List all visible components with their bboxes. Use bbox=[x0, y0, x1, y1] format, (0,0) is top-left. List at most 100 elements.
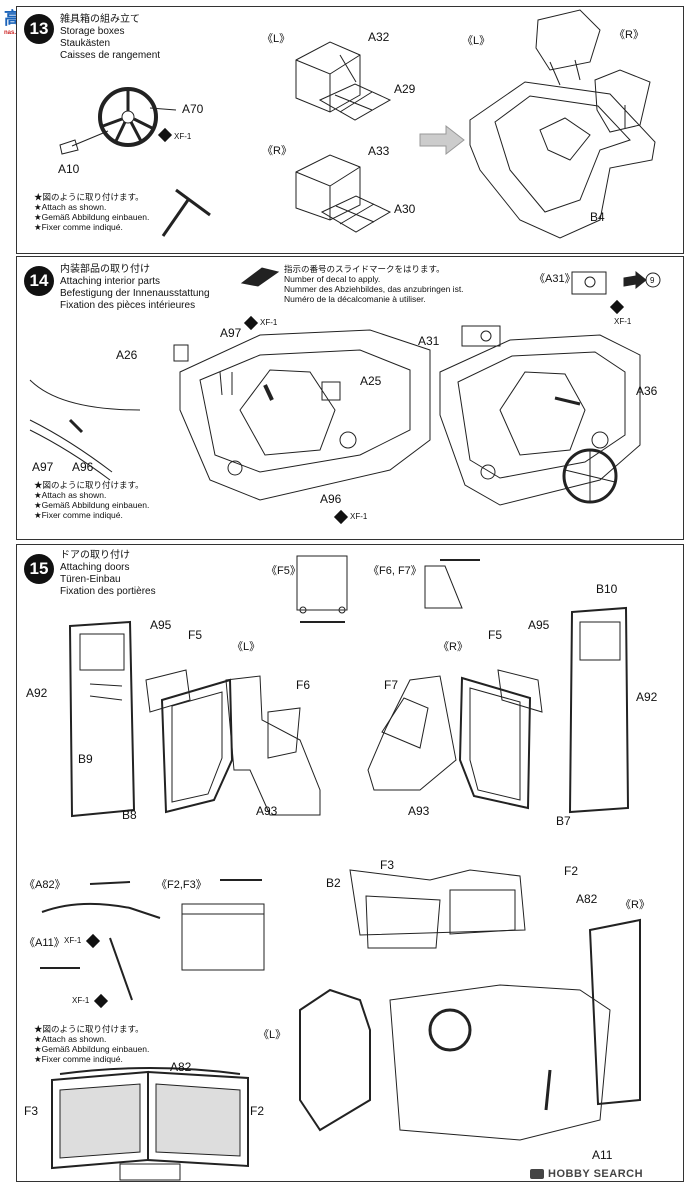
note-fr: ★Fixer comme indiqué. bbox=[34, 222, 123, 232]
step-14-title: 内装部品の取り付け Attaching interior parts Befes… bbox=[60, 264, 210, 312]
part-A33: A33 bbox=[368, 144, 390, 158]
part-tag-A31: 《A31》 bbox=[534, 273, 576, 285]
label-L2-15: 《L》 bbox=[258, 1029, 287, 1041]
part-A95b: A95 bbox=[528, 618, 550, 632]
part-A93b: A93 bbox=[408, 804, 430, 818]
step-14-panel bbox=[16, 256, 684, 540]
part-F7: F7 bbox=[384, 678, 399, 692]
part-tag-F5: 《F5》 bbox=[266, 565, 301, 577]
part-A92: A92 bbox=[26, 686, 48, 700]
label-L-15: 《L》 bbox=[232, 641, 261, 653]
paint-XF1-14a: XF-1 bbox=[614, 317, 632, 326]
part-A97: A97 bbox=[220, 326, 242, 340]
part-tag-F6F7: 《F6, F7》 bbox=[368, 565, 422, 577]
step-13-title-en: Storage boxes bbox=[60, 26, 125, 37]
note-ja: ★図のように取り付けます。 bbox=[34, 1024, 144, 1034]
label-R-15: 《R》 bbox=[438, 641, 468, 653]
decal-de: Nummer des Abziehbildes, das anzubringen… bbox=[284, 284, 464, 294]
part-F5: F5 bbox=[188, 628, 203, 642]
part-B4: B4 bbox=[590, 210, 605, 224]
note-en: ★Attach as shown. bbox=[34, 490, 107, 500]
note-ja: ★図のように取り付けます。 bbox=[34, 480, 144, 490]
part-A97b: A97 bbox=[32, 460, 54, 474]
part-tag-F2F3: 《F2,F3》 bbox=[156, 879, 207, 891]
part-F2: F2 bbox=[564, 864, 579, 878]
paint-XF1-15b: XF-1 bbox=[72, 996, 90, 1005]
part-B2: B2 bbox=[326, 876, 341, 890]
step-15-number: 15 bbox=[24, 554, 54, 584]
step-13-panel bbox=[16, 6, 684, 254]
part-A26: A26 bbox=[116, 348, 138, 362]
part-B10: B10 bbox=[596, 582, 618, 596]
watermark: HOBBY SEARCH bbox=[530, 1168, 643, 1180]
paint-XF1-13: XF-1 bbox=[174, 132, 192, 141]
step-14-title-de: Befestigung der Innenausstattung bbox=[60, 288, 210, 299]
part-A93: A93 bbox=[256, 804, 278, 818]
step-13-title-fr: Caisses de rangement bbox=[60, 50, 161, 61]
watermark-text: HOBBY SEARCH bbox=[548, 1168, 644, 1180]
part-A32: A32 bbox=[368, 30, 390, 44]
note-en: ★Attach as shown. bbox=[34, 1034, 107, 1044]
step-15-title-fr: Fixation des portières bbox=[60, 586, 156, 597]
part-F2b: F2 bbox=[250, 1104, 265, 1118]
note-ja: ★図のように取り付けます。 bbox=[34, 192, 144, 202]
part-F5b: F5 bbox=[488, 628, 503, 642]
step-13-title-ja: 雑具箱の組み立て bbox=[60, 14, 140, 25]
part-F3: F3 bbox=[380, 858, 395, 872]
label-R2-13: 《R》 bbox=[614, 29, 644, 41]
step-13-number: 13 bbox=[24, 14, 54, 44]
part-A11: A11 bbox=[592, 1148, 613, 1162]
step-14-notes: ★図のように取り付けます。 ★Attach as shown. ★Gemäß A… bbox=[34, 480, 149, 520]
part-A96: A96 bbox=[320, 492, 342, 506]
part-A29: A29 bbox=[394, 82, 416, 96]
part-A92b: A92 bbox=[636, 690, 658, 704]
step-14-title-ja: 内装部品の取り付け bbox=[60, 264, 150, 275]
step-15-panel bbox=[16, 544, 684, 1182]
part-F3b: F3 bbox=[24, 1104, 39, 1118]
decal-legend: 指示の番号のスライドマークをはります。 Number of decal to a… bbox=[284, 264, 464, 304]
note-de: ★Gemäß Abbildung einbauen. bbox=[34, 212, 150, 222]
decal-ja: 指示の番号のスライドマークをはります。 bbox=[284, 264, 445, 274]
step-15-title-de: Türen-Einbau bbox=[60, 574, 121, 585]
part-A31: A31 bbox=[418, 334, 440, 348]
step-15-notes: ★図のように取り付けます。 ★Attach as shown. ★Gemäß A… bbox=[34, 1024, 149, 1064]
note-de: ★Gemäß Abbildung einbauen. bbox=[34, 1044, 150, 1054]
part-A10: A10 bbox=[58, 162, 80, 176]
part-A36: A36 bbox=[636, 384, 658, 398]
part-A82b: A82 bbox=[170, 1060, 192, 1074]
note-de: ★Gemäß Abbildung einbauen. bbox=[34, 500, 150, 510]
part-A30: A30 bbox=[394, 202, 416, 216]
part-B9: B9 bbox=[78, 752, 93, 766]
part-A25: A25 bbox=[360, 374, 382, 388]
label-R2-15: 《R》 bbox=[620, 899, 650, 911]
part-A96b: A96 bbox=[72, 460, 94, 474]
hobby-search-logo-icon bbox=[530, 1169, 544, 1180]
step-13-title: 雑具箱の組み立て Storage boxes Staukästen Caisse… bbox=[60, 14, 160, 62]
paint-XF1-14b: XF-1 bbox=[260, 318, 278, 327]
step-13-notes: ★図のように取り付けます。 ★Attach as shown. ★Gemäß A… bbox=[34, 192, 149, 232]
label-R-13: 《R》 bbox=[262, 145, 292, 157]
part-A82: A82 bbox=[576, 892, 598, 906]
part-tag-A11: 《A11》 bbox=[24, 937, 65, 949]
step-14-title-fr: Fixation des pièces intérieures bbox=[60, 300, 196, 311]
step-14-number: 14 bbox=[24, 266, 54, 296]
part-tag-A82: 《A82》 bbox=[24, 879, 66, 891]
decal-en: Number of decal to apply. bbox=[284, 274, 381, 284]
part-F6: F6 bbox=[296, 678, 311, 692]
part-A70: A70 bbox=[182, 102, 204, 116]
step-14-title-en: Attaching interior parts bbox=[60, 276, 161, 287]
step-15-title-en: Attaching doors bbox=[60, 562, 130, 573]
label-L-13: 《L》 bbox=[262, 33, 291, 45]
decal-fr: Numéro de la décalcomanie à utiliser. bbox=[284, 294, 426, 304]
note-fr: ★Fixer comme indiqué. bbox=[34, 510, 123, 520]
step-15-title-ja: ドアの取り付け bbox=[60, 550, 130, 561]
decal-number: 9 bbox=[650, 276, 655, 285]
paint-XF1-14c: XF-1 bbox=[350, 512, 368, 521]
paint-XF1-15a: XF-1 bbox=[64, 936, 82, 945]
label-L2-13: 《L》 bbox=[462, 35, 491, 47]
step-13-title-de: Staukästen bbox=[60, 38, 111, 49]
note-fr: ★Fixer comme indiqué. bbox=[34, 1054, 123, 1064]
